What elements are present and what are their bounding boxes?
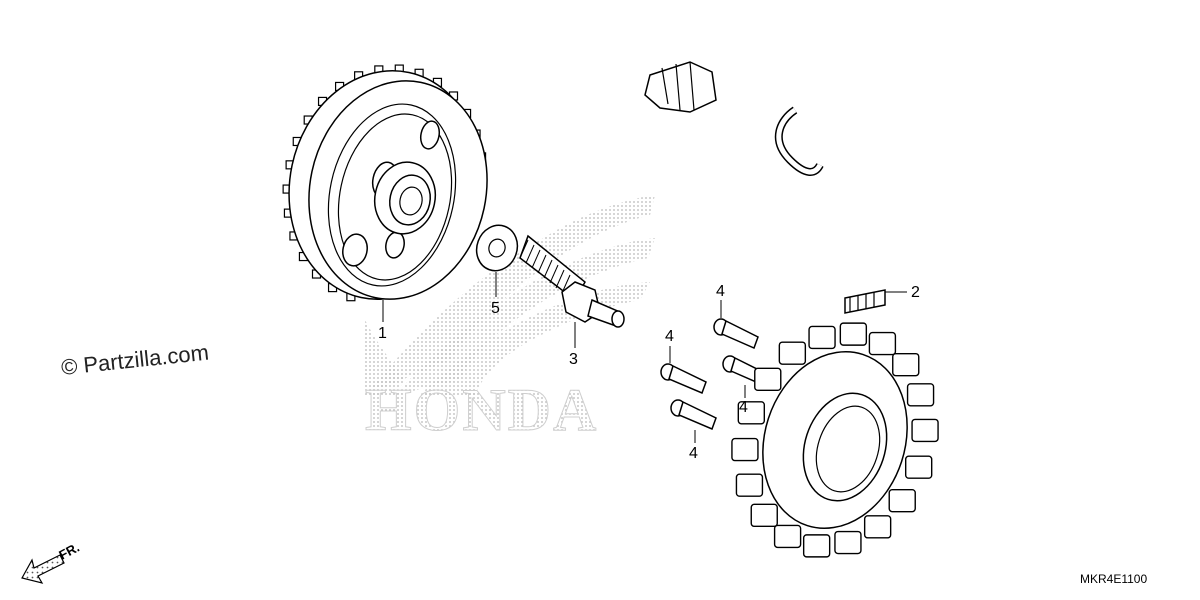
bolt-thread — [549, 264, 559, 284]
stator-coil — [868, 331, 897, 356]
stator-coil — [737, 401, 766, 425]
stator-coil — [735, 473, 764, 497]
stator-coil — [839, 322, 868, 346]
stator-coil — [834, 530, 862, 555]
callout-bolt-a: 4 — [716, 283, 725, 300]
stator-bolt-c[interactable] — [660, 363, 707, 394]
bolt-thread — [531, 249, 541, 269]
callout-stator-cable: 2 — [911, 284, 920, 301]
callout-flywheel: 1 — [378, 325, 387, 342]
flywheel-part[interactable] — [268, 53, 507, 317]
watermark-text: © Partzilla.com — [60, 340, 210, 380]
stator-cable-part[interactable] — [644, 61, 939, 558]
stator-coil — [906, 383, 935, 407]
bolt-thread — [537, 254, 547, 274]
bolt-thread — [555, 269, 565, 289]
flywheel-bolt-part[interactable] — [519, 234, 625, 328]
stator-coil — [892, 352, 920, 377]
diagram-code: MKR4E1100 — [1080, 572, 1147, 586]
stator-coil — [904, 455, 933, 479]
bolt-thread — [561, 274, 571, 294]
stator-coil — [778, 341, 807, 365]
stator-coil — [888, 488, 916, 513]
callout-bolt-b: 4 — [665, 328, 674, 345]
bolt-thread — [519, 239, 529, 259]
callout-bolt-d: 4 — [689, 445, 698, 462]
honda-logo-text: HONDA — [365, 377, 598, 443]
stator-coil — [802, 534, 831, 558]
leader-lines — [382, 272, 907, 443]
stator-bolt-a[interactable] — [713, 318, 759, 350]
stator-bolt-d[interactable] — [670, 399, 717, 430]
callout-flywheel-bolt: 3 — [569, 351, 578, 368]
stator-coil — [731, 437, 759, 462]
stator-coil — [808, 325, 836, 350]
stator-coil — [863, 515, 892, 539]
bolt-thread — [543, 259, 553, 279]
callout-bolt-c: 4 — [739, 399, 748, 416]
washer-part[interactable] — [470, 220, 523, 277]
front-arrow-icon: FR. — [21, 540, 82, 584]
callout-washer: 5 — [491, 300, 500, 317]
bolt-thread — [525, 244, 535, 264]
stator-coil — [754, 367, 782, 392]
stator-coil — [750, 503, 778, 528]
stator-coil — [911, 418, 939, 443]
stator-coil — [773, 524, 802, 549]
